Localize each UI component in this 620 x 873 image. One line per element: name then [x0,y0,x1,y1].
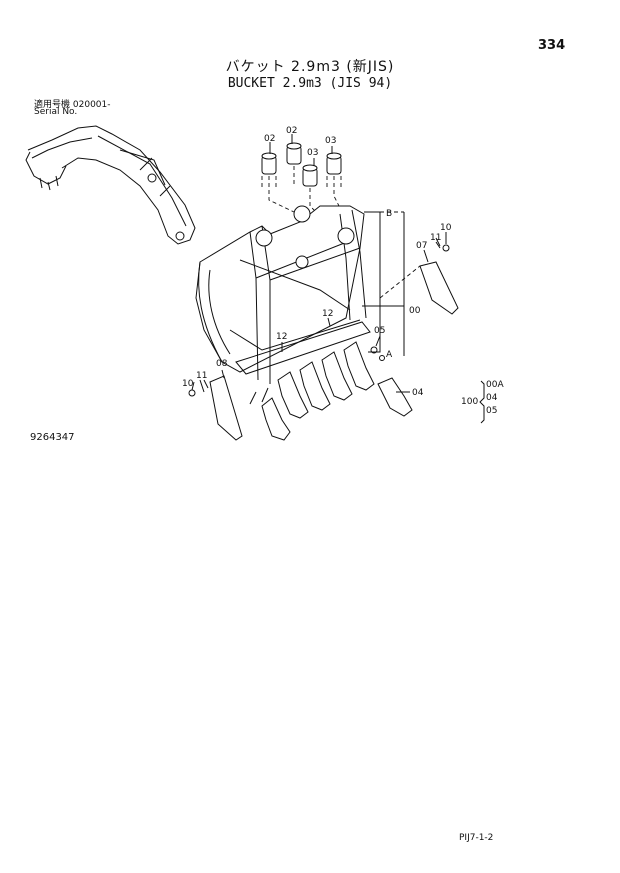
callout-12-left: 12 [276,332,287,342]
callout-02-right: 02 [286,126,297,136]
callout-03-right: 03 [325,136,336,146]
callout-b: B [386,209,392,219]
footer-code: PIJ7-1-2 [459,833,494,843]
callout-12-top: 12 [322,309,333,319]
kit-quantity: 100 [461,397,478,407]
bushing-group [261,142,343,215]
bucket-body [195,205,371,405]
callout-11-right: 11 [430,233,441,243]
callout-03-left: 03 [307,148,318,158]
kit-item-00a: 00A [486,380,504,390]
serial-label-english: Serial No. [34,107,78,117]
serial-label-japanese: 適用号機 020001- [34,97,111,110]
callout-04: 04 [412,388,424,398]
callout-07: 07 [416,241,427,251]
kit-item-04: 04 [486,393,498,403]
callout-08: 08 [216,359,228,369]
page-number: 334 [538,38,566,53]
serial-value: 020001- [72,100,111,110]
callout-10-right: 10 [440,223,452,233]
kit-item-05: 05 [486,406,497,416]
excavator-thumbnail [25,125,196,245]
side-cutters [188,237,459,441]
drawing-code: 9264347 [30,432,75,443]
callout-a: A [386,350,393,360]
callout-05: 05 [374,326,385,336]
title-japanese: バケット 2.9m3 (新JIS) [225,59,395,75]
title-english: BUCKET 2.9m3 (JIS 94) [227,76,393,91]
tooth-row [261,341,413,441]
leader-lines [191,134,485,424]
callout-00: 00 [409,306,421,316]
callout-11-left: 11 [196,371,207,381]
serial-label-jp: 適用号機 [34,100,71,110]
callout-02-left: 02 [264,134,275,144]
callout-10-left: 10 [182,379,194,389]
